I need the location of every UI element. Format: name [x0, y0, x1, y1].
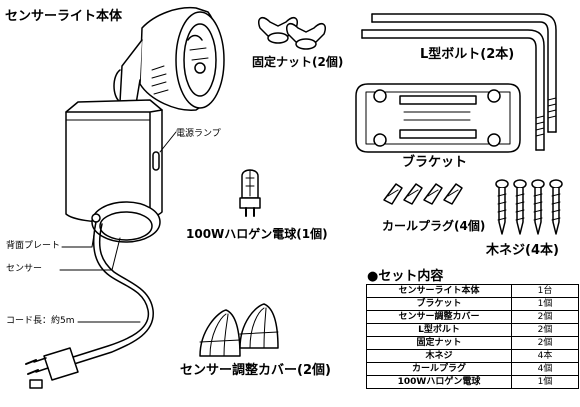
item-quantity: 1台 — [511, 284, 579, 298]
item-name: 木ネジ — [366, 349, 512, 363]
wing-nut-label: 固定ナット(2個) — [252, 55, 344, 69]
item-quantity: 1個 — [511, 375, 579, 389]
back-plate-label: 背面プレート — [6, 241, 61, 251]
item-quantity: 1個 — [511, 297, 579, 311]
l-bolts — [361, 13, 557, 151]
sensor-label: センサー — [6, 264, 43, 274]
bulb-label: 100Wハロゲン電球(1個) — [186, 227, 328, 241]
item-quantity: 2個 — [511, 310, 579, 324]
set-contents-title: ●セット内容 — [367, 269, 444, 284]
item-quantity: 4本 — [511, 349, 579, 363]
sensor-light-unit — [25, 6, 225, 389]
item-name: 100Wハロゲン電球 — [366, 375, 512, 389]
screw-label: 木ネジ(4本) — [486, 243, 559, 258]
item-quantity: 4個 — [511, 362, 579, 376]
bracket — [355, 83, 521, 153]
bracket-label: ブラケット — [402, 155, 468, 170]
halogen-bulb — [239, 169, 261, 217]
lamp-label: 電源ランプ — [176, 129, 221, 139]
item-name: 固定ナット — [366, 336, 512, 350]
l-bolt-label: L型ボルト(2本) — [420, 47, 515, 62]
item-quantity: 2個 — [511, 336, 579, 350]
cord-label: コード長：約5m — [6, 316, 75, 326]
item-name: カールプラグ — [366, 362, 512, 376]
item-name: ブラケット — [366, 297, 512, 311]
wood-screws — [495, 179, 563, 235]
main-unit-label: センサーライト本体 — [5, 9, 123, 24]
item-name: L型ボルト — [366, 323, 512, 337]
sensor-covers — [199, 303, 279, 357]
item-quantity: 2個 — [511, 323, 579, 337]
curl-plugs — [383, 183, 463, 205]
plug-label: カールプラグ(4個) — [382, 219, 486, 233]
cover-label: センサー調整カバー(2個) — [180, 363, 331, 378]
wing-nuts — [258, 17, 326, 50]
item-name: センサーライト本体 — [366, 284, 512, 298]
item-name: センサー調整カバー — [366, 310, 512, 324]
